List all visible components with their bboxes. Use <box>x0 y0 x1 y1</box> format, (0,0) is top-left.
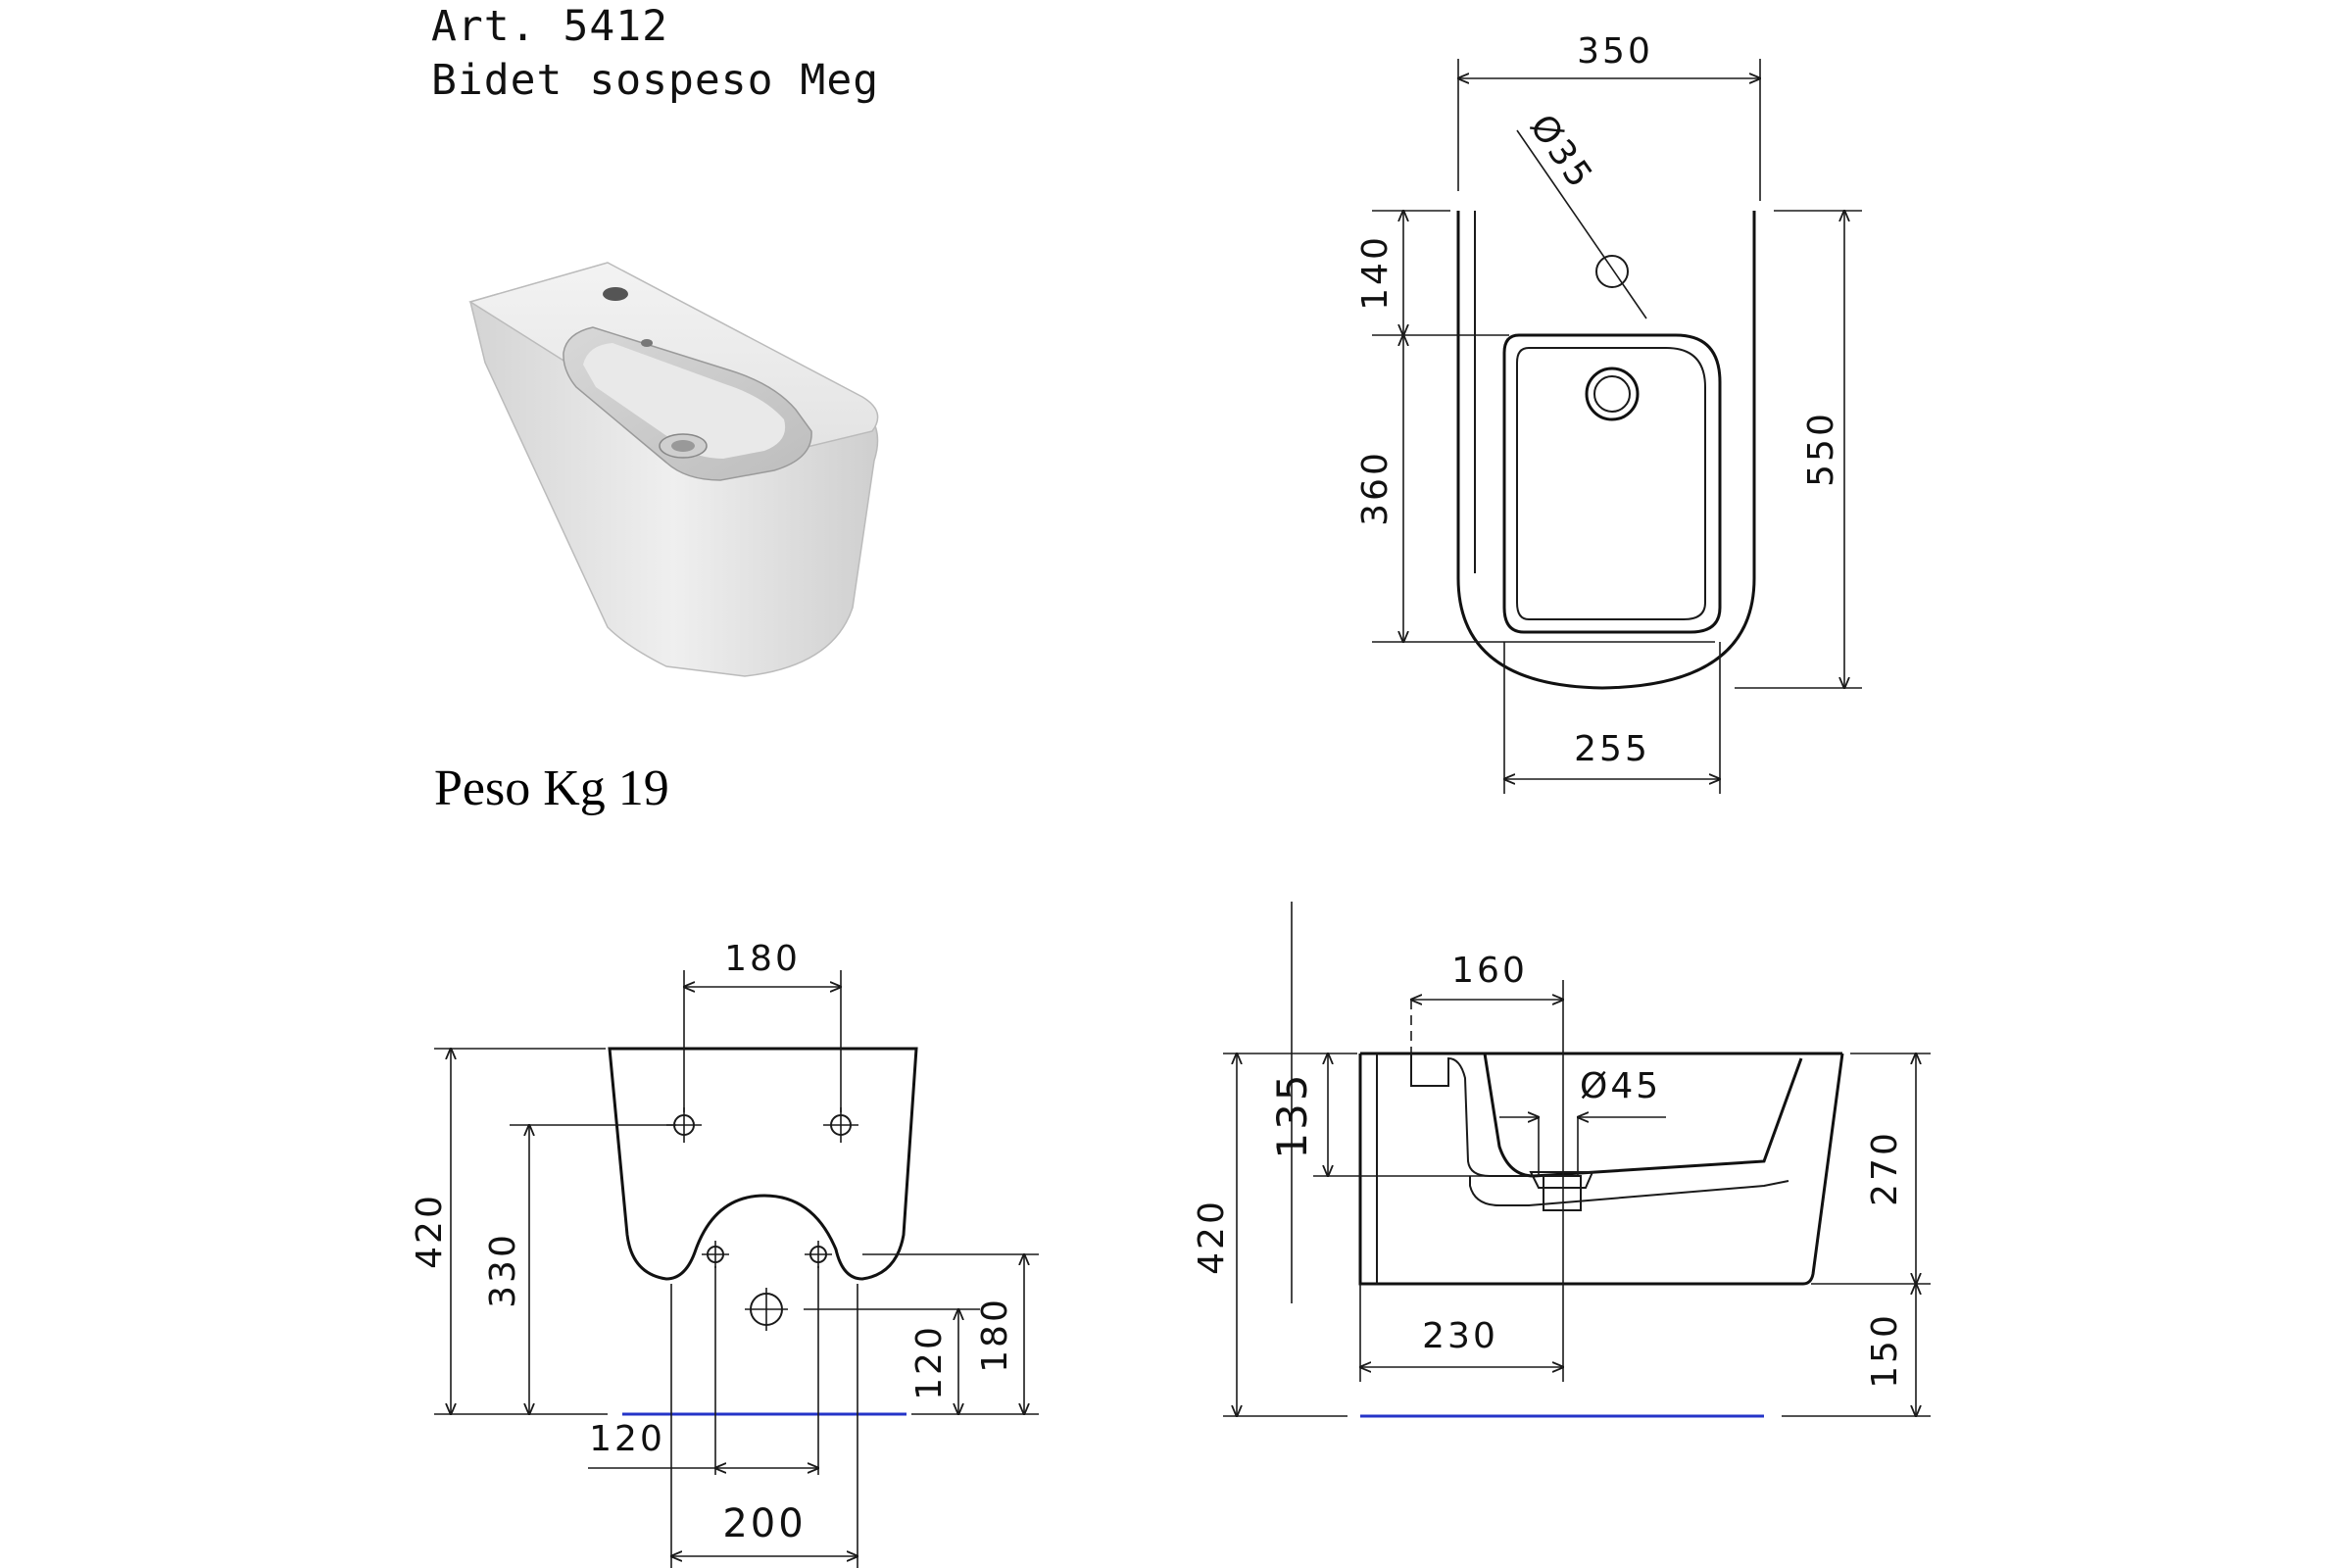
dim-rear-supply-spacing: 120 <box>589 1419 665 1459</box>
dim-rear-fixing-distance: 180 <box>724 939 801 979</box>
dim-top-depth: 550 <box>1801 411 1841 487</box>
dim-side-waste-offset: 230 <box>1422 1316 1498 1356</box>
dim-rear-fixing-height: 330 <box>483 1232 523 1308</box>
dim-side-height: 420 <box>1192 1199 1232 1275</box>
dim-side-rim-to-waste: 135 <box>1268 1071 1316 1158</box>
dim-side-waste-diameter: Ø45 <box>1580 1066 1661 1106</box>
top-view-drawing <box>1372 59 1862 794</box>
dim-rear-outlet-spacing: 200 <box>722 1501 806 1546</box>
bidet-render <box>468 262 879 677</box>
dim-top-width: 350 <box>1577 31 1653 72</box>
dim-top-bowl-width: 255 <box>1574 729 1650 769</box>
side-view-drawing <box>1223 902 1931 1418</box>
dim-side-base-height: 150 <box>1865 1312 1905 1389</box>
dim-side-tap-offset: 160 <box>1451 951 1528 991</box>
dim-top-bowl-length: 360 <box>1355 450 1396 526</box>
article-number: Art. 5412 <box>431 2 668 51</box>
dim-rear-height: 420 <box>410 1193 450 1269</box>
rear-view-drawing <box>434 970 1039 1568</box>
dim-side-rim-height: 270 <box>1865 1130 1905 1206</box>
dim-rear-inlet-height-1: 120 <box>909 1324 950 1400</box>
dim-top-rim-to-bowl: 140 <box>1355 234 1396 311</box>
weight-label: Peso Kg 19 <box>434 760 669 816</box>
dim-tap-hole-diameter: Ø35 <box>1522 108 1601 198</box>
product-name: Bidet sospeso Meg <box>431 56 880 105</box>
dim-rear-inlet-height-2: 180 <box>975 1297 1015 1373</box>
